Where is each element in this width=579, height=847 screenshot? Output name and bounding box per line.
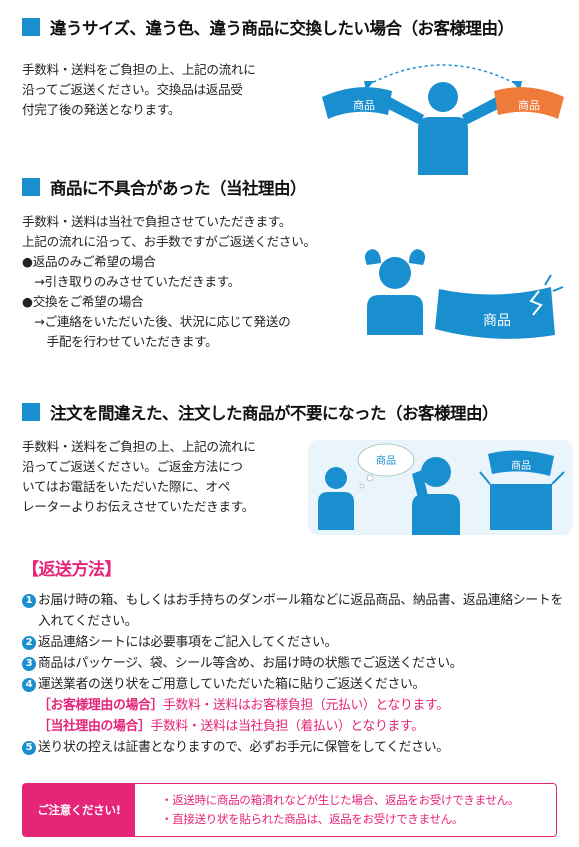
- broken-item-label: 商品: [483, 313, 511, 329]
- customer-reason-note: ［お客様理由の場合］手数料・送料はお客様負担（元払い）となります。: [38, 698, 449, 713]
- step-number-badge: 4: [22, 678, 36, 692]
- broken-item-icon: [435, 287, 555, 339]
- notice-lines: ・返送時に商品の箱潰れなどが生じた場合、返品をお受けできません。 ・直接送り状を…: [161, 793, 520, 826]
- thinking-person-head-icon: [421, 457, 451, 487]
- worried-person-body-icon: [367, 295, 423, 335]
- heading-square-icon: [22, 18, 40, 36]
- step-number-badge: 3: [22, 657, 36, 671]
- right-item-label: 商品: [518, 98, 540, 112]
- thought-bubble-icon: [357, 443, 415, 477]
- bubble-item-label: 商品: [376, 454, 396, 467]
- heading-square-icon: [22, 403, 40, 421]
- section2-text: 手数料・送料は当社で負担させていただきます。 上記の流れに沿って、お手数ですがご…: [22, 214, 316, 349]
- defect-illustration: 商品: [365, 249, 564, 339]
- section2-heading: 商品に不具合があった（当社理由）: [22, 172, 307, 202]
- step-number-badge: 2: [22, 636, 36, 650]
- section2-title: 商品に不具合があった（当社理由）: [50, 179, 307, 198]
- return-method-title: 【返送方法】: [22, 560, 122, 580]
- box-item-label: 商品: [511, 459, 531, 472]
- worried-person-head-icon: [379, 257, 411, 289]
- section1-text: 手数料・送料をご負担の上、上記の流れに 沿ってご返送ください。交換品は返品受 付…: [22, 62, 256, 117]
- section1-title: 違うサイズ、違う色、違う商品に交換したい場合（お客様理由）: [50, 19, 514, 38]
- step-number-badge: 1: [22, 594, 36, 608]
- left-item-label: 商品: [353, 98, 375, 112]
- section1-heading: 違うサイズ、違う色、違う商品に交換したい場合（お客様理由）: [22, 12, 514, 42]
- return-steps: 1 お届け時の箱、もしくはお手持ちのダンボール箱などに返品商品、納品書、返品連絡…: [22, 590, 567, 758]
- step-number-badge: 5: [22, 741, 36, 755]
- right-item-icon: [494, 87, 564, 119]
- step-2: 2 返品連絡シートには必要事項をご記入してください。: [22, 632, 567, 653]
- notice-box: ご注意ください! ・返送時に商品の箱潰れなどが生じた場合、返品をお受けできません…: [22, 783, 557, 837]
- person-body-icon: [418, 117, 468, 175]
- step-4: 4 運送業者の送り状をご用意していただいた箱に貼りご返送ください。: [22, 674, 567, 695]
- item-icon: [488, 450, 554, 476]
- exchange-illustration: 商品 商品: [322, 64, 564, 175]
- heading-square-icon: [22, 178, 40, 196]
- section3-heading: 注文を間違えた、注文した商品が不要になった（お客様理由）: [22, 397, 499, 427]
- step-1: 1 お届け時の箱、もしくはお手持ちのダンボール箱などに返品商品、納品書、返品連絡…: [22, 590, 567, 632]
- person-head-icon: [428, 82, 458, 112]
- crack-icon: [529, 290, 543, 316]
- left-item-icon: [322, 87, 392, 119]
- exchange-arc-icon: [367, 64, 519, 86]
- unneeded-illustration: 商品 商品: [308, 440, 573, 535]
- box-icon: [490, 484, 552, 530]
- section3-title: 注文を間違えた、注文した商品が不要になった（お客様理由）: [50, 404, 499, 423]
- step-5: 5 送り状の控えは証書となりますので、必ずお手元に保管をしてください。: [22, 737, 567, 758]
- step-3: 3 商品はパッケージ、袋、シール等含め、お届け時の状態でご返送ください。: [22, 653, 567, 674]
- small-person-head-icon: [325, 467, 347, 489]
- notice-tag: ご注意ください!: [23, 784, 135, 836]
- company-reason-note: ［当社理由の場合］手数料・送料は当社負担（着払い）となります。: [38, 719, 424, 734]
- section3-text: 手数料・送料をご負担の上、上記の流れに 沿ってご返送ください。ご返金方法につ い…: [22, 439, 256, 514]
